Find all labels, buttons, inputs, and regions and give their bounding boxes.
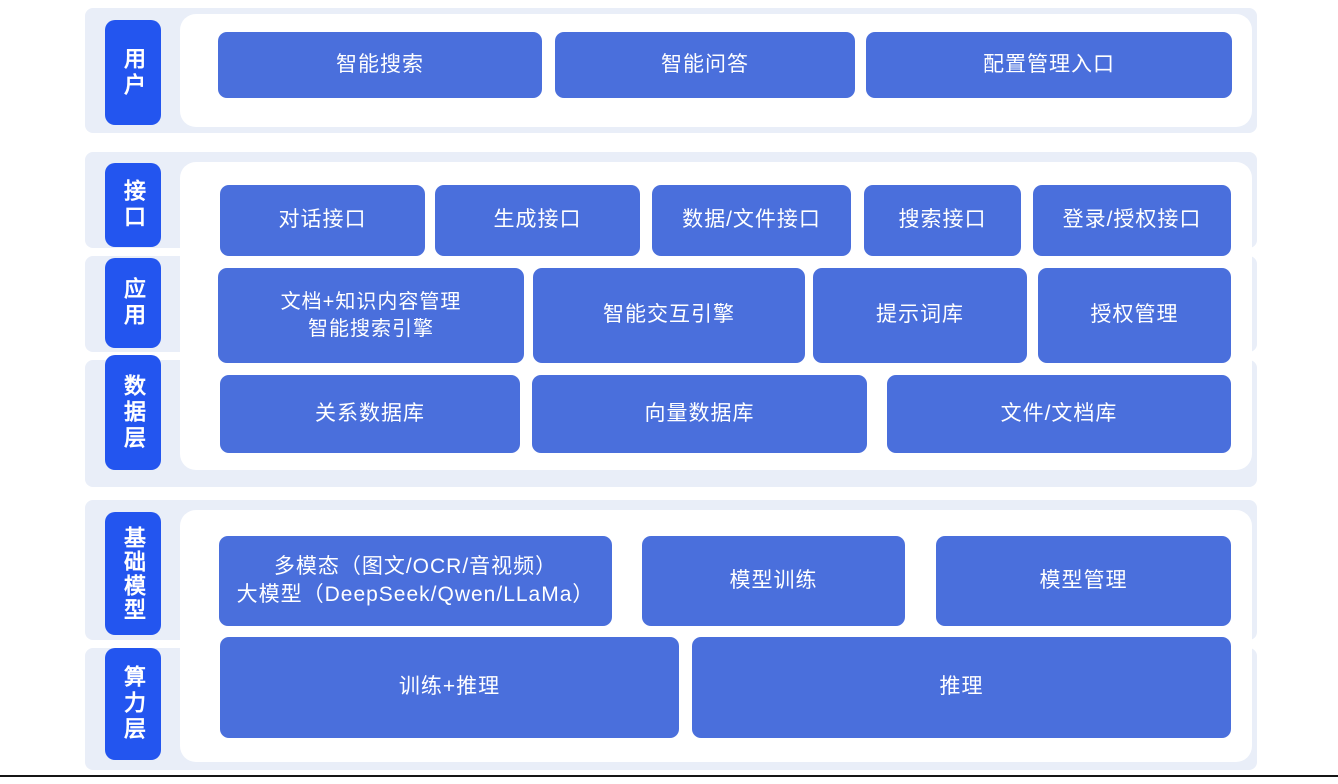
node-row: 对话接口 生成接口 数据/文件接口 搜索接口 登录/授权接口 xyxy=(180,185,1252,256)
node-file-document-store: 文件/文档库 xyxy=(887,375,1231,453)
node-smart-qa: 智能问答 xyxy=(555,32,855,98)
layer-label-data: 数据层 xyxy=(105,355,161,470)
layer-group-foundation: 基础模型 算力层 多模态（图文/OCR/音视频） 大模型（DeepSeek/Qw… xyxy=(85,500,1257,770)
node-model-training: 模型训练 xyxy=(642,536,905,626)
node-authorization-management: 授权管理 xyxy=(1038,268,1231,363)
node-row: 训练+推理 推理 xyxy=(180,637,1252,738)
node-row: 关系数据库 向量数据库 文件/文档库 xyxy=(180,375,1252,453)
node-dialog-api: 对话接口 xyxy=(220,185,425,256)
node-smart-interaction-engine: 智能交互引擎 xyxy=(533,268,805,363)
layer-group-platform: 接口 应用 数据层 对话接口 生成接口 数据/文件接口 搜索接口 登录/授权接口… xyxy=(85,152,1257,487)
layer-label-application: 应用 xyxy=(105,258,161,348)
node-search-api: 搜索接口 xyxy=(864,185,1021,256)
node-row: 多模态（图文/OCR/音视频） 大模型（DeepSeek/Qwen/LLaMa）… xyxy=(180,536,1252,626)
node-multimodal-large-model: 多模态（图文/OCR/音视频） 大模型（DeepSeek/Qwen/LLaMa） xyxy=(219,536,612,626)
content-panel-foundation: 多模态（图文/OCR/音视频） 大模型（DeepSeek/Qwen/LLaMa）… xyxy=(180,510,1252,762)
layer-group-user: 用户 智能搜索 智能问答 配置管理入口 xyxy=(85,8,1257,133)
node-smart-search: 智能搜索 xyxy=(218,32,542,98)
node-model-management: 模型管理 xyxy=(936,536,1231,626)
node-inference: 推理 xyxy=(692,637,1231,738)
node-config-management-entry: 配置管理入口 xyxy=(866,32,1232,98)
node-generation-api: 生成接口 xyxy=(435,185,640,256)
content-panel-user: 智能搜索 智能问答 配置管理入口 xyxy=(180,14,1252,127)
layer-label-compute: 算力层 xyxy=(105,648,161,760)
node-prompt-library: 提示词库 xyxy=(813,268,1027,363)
layer-label-user: 用户 xyxy=(105,20,161,125)
bottom-border-line xyxy=(0,775,1338,777)
node-relational-database: 关系数据库 xyxy=(220,375,520,453)
node-doc-knowledge-search-engine: 文档+知识内容管理 智能搜索引擎 xyxy=(218,268,524,363)
node-data-file-api: 数据/文件接口 xyxy=(652,185,851,256)
layer-label-foundation-model: 基础模型 xyxy=(105,512,161,635)
node-row: 文档+知识内容管理 智能搜索引擎 智能交互引擎 提示词库 授权管理 xyxy=(180,268,1252,363)
content-panel-platform: 对话接口 生成接口 数据/文件接口 搜索接口 登录/授权接口 文档+知识内容管理… xyxy=(180,162,1252,470)
node-vector-database: 向量数据库 xyxy=(532,375,867,453)
layer-label-interface: 接口 xyxy=(105,163,161,247)
node-login-auth-api: 登录/授权接口 xyxy=(1033,185,1231,256)
node-row: 智能搜索 智能问答 配置管理入口 xyxy=(180,32,1252,98)
node-training-plus-inference: 训练+推理 xyxy=(220,637,679,738)
